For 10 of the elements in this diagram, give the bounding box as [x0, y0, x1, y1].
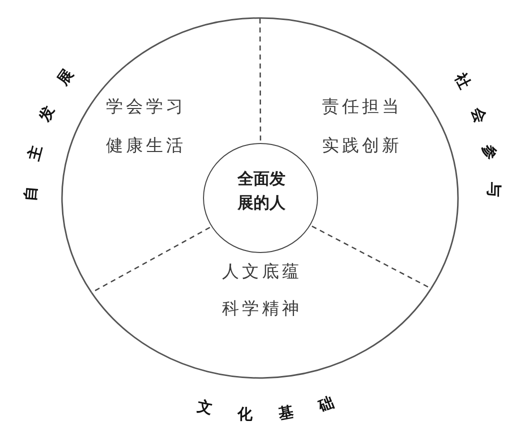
curved-heading: 社会参与 — [452, 70, 504, 220]
curved-heading: 自主发展 — [21, 44, 92, 202]
item-label: 健康生活 — [106, 137, 186, 157]
item-label: 学会学习 — [106, 98, 186, 118]
center-label: 全面发展的人 — [236, 168, 286, 214]
item-label: 人文底蕴 — [222, 263, 302, 283]
item-label: 责任担当 — [322, 98, 402, 118]
item-label: 科学精神 — [222, 300, 302, 320]
item-label: 实践创新 — [322, 137, 402, 157]
curved-heading: 文化基础 — [196, 383, 361, 424]
